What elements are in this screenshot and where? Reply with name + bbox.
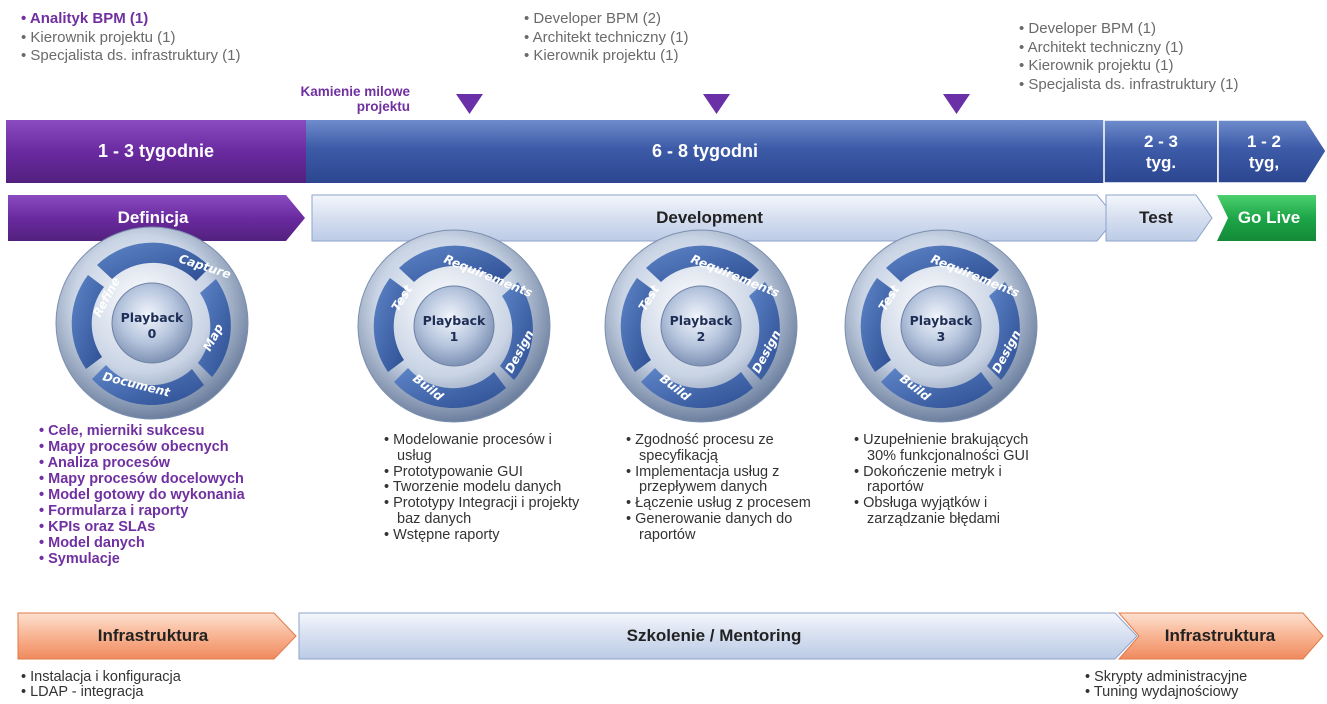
list-item: Implementacja usług z przepływem danych [626, 464, 831, 497]
phase-test-label: Test [1139, 208, 1173, 227]
wheel3-center-title: Playback [910, 313, 973, 328]
roles-definition-list: Analityk BPM (1) Kierownik projektu (1) … [21, 10, 241, 66]
list-item: Mapy procesów obecnych [39, 439, 245, 455]
wheel2-center-number: 2 [697, 329, 706, 344]
role-item: Architekt techniczny (1) [524, 29, 689, 48]
role-item: Analityk BPM (1) [21, 10, 241, 29]
milestones-label-line1: Kamienie milowe [300, 84, 410, 99]
playback-wheel-0 [55, 226, 249, 420]
list-item: LDAP - integracja [21, 685, 181, 700]
wheel3-center-number: 3 [937, 329, 946, 344]
playback-wheel-2 [604, 229, 798, 423]
list-item: Analiza procesów [39, 455, 245, 471]
list-item: Obsługa wyjątków i zarządzanie błędami [854, 495, 1054, 528]
role-item: Developer BPM (2) [524, 10, 688, 29]
phase-definition-label: Definicja [117, 208, 189, 227]
phase-golive-arrow [1217, 195, 1316, 241]
phase-golive-label: Go Live [1237, 208, 1301, 227]
phase-definition-arrow [8, 195, 305, 241]
definition-task-list: Cele, mierniki sukcesu Mapy procesów obe… [39, 423, 245, 567]
milestone-marker [456, 94, 483, 114]
timeline-development-bar [306, 120, 1104, 183]
playback-wheel-1 [357, 229, 551, 423]
list-item: Symulacje [39, 551, 245, 567]
wheel0-center-title: Playback [121, 310, 184, 325]
timeline-test-label-line1: 2 - 3 [1143, 131, 1179, 151]
timeline-development-label: 6 - 8 tygodni [651, 141, 758, 161]
timeline-golive-label: 1 - 2 tyg, [1218, 120, 1310, 183]
milestones-label-line2: projektu [356, 99, 410, 114]
list-item: Prototypowanie GUI [384, 464, 589, 481]
wheel1-center-number: 1 [450, 329, 459, 344]
list-item: Tuning wydajnościowy [1085, 685, 1247, 700]
role-item: Specjalista ds. infrastruktury (1) [21, 47, 240, 66]
list-item: Tworzenie modelu danych [384, 480, 589, 496]
bottom-training-label: Szkolenie / Mentoring [626, 626, 802, 645]
playback1-task-list: Modelowanie procesów i usług Prototypowa… [384, 432, 589, 544]
phase-development-label: Development [656, 208, 763, 227]
role-item: Architekt techniczny (1) [1019, 39, 1239, 58]
list-item: Formularza i raporty [39, 503, 245, 519]
role-item: Kierownik projektu (1) [1019, 57, 1239, 76]
list-item: Prototypy Integracji i projekty baz dany… [384, 495, 589, 528]
list-item: Instalacja i konfiguracja [21, 670, 181, 685]
wheel1-center-title: Playback [423, 313, 486, 328]
bottom-infra-right-label: Infrastruktura [1164, 626, 1276, 645]
playback3-task-list: Uzupełnienie brakujących 30% funkcjonaln… [854, 432, 1054, 528]
bottom-training-arrow [298, 612, 1138, 660]
playback2-task-list: Zgodność procesu ze specyfikacją Impleme… [626, 432, 831, 544]
role-item: Specjalista ds. infrastruktury (1) [1019, 76, 1238, 95]
list-item: KPIs oraz SLAs [39, 519, 245, 535]
wheel2-center-title: Playback [670, 313, 733, 328]
bottom-infra-right-arrow [1117, 612, 1324, 660]
list-item: Zgodność procesu ze specyfikacją [626, 432, 831, 465]
list-item: Dokończenie metryk i raportów [854, 464, 1054, 497]
milestone-marker [943, 94, 970, 114]
list-item: Uzupełnienie brakujących 30% funkcjonaln… [854, 432, 1054, 465]
list-item: Cele, mierniki sukcesu [39, 423, 245, 439]
milestones-label: Kamienie milowe projektu [250, 84, 410, 114]
list-item: Modelowanie procesów i usług [384, 432, 589, 465]
wheel0-center-number: 0 [148, 326, 157, 341]
timeline-test-label-line2: tyg. [1145, 152, 1177, 172]
infra-right-task-list: Skrypty administracyjne Tuning wydajnośc… [1085, 670, 1247, 700]
list-item: Model danych [39, 535, 245, 551]
list-item: Łączenie usług z procesem [626, 495, 831, 512]
role-item: Developer BPM (1) [1019, 20, 1239, 39]
timeline-definition-bar [6, 120, 306, 183]
roles-final-list: Developer BPM (1) Architekt techniczny (… [1019, 20, 1239, 94]
phase-test-arrow [1105, 194, 1213, 242]
timeline-definition-label: 1 - 3 tygodnie [97, 141, 214, 161]
infra-left-task-list: Instalacja i konfiguracja LDAP - integra… [21, 670, 181, 700]
list-item: Model gotowy do wykonania [39, 487, 245, 503]
list-item: Mapy procesów docelowych [39, 471, 245, 487]
timeline-test-label: 2 - 3 tyg. [1104, 120, 1218, 183]
timeline-golive-bar [1217, 119, 1327, 184]
bottom-infra-left-arrow [17, 612, 297, 660]
list-item: Skrypty administracyjne [1085, 670, 1247, 685]
roles-development-list: Developer BPM (2) Architekt techniczny (… [524, 10, 689, 66]
list-item: Generowanie danych do raportów [626, 511, 831, 544]
role-item: Kierownik projektu (1) [524, 47, 688, 66]
milestone-marker [703, 94, 730, 114]
role-item: Kierownik projektu (1) [21, 29, 241, 48]
playback-wheel-3 [844, 229, 1038, 423]
bottom-infra-left-label: Infrastruktura [97, 626, 209, 645]
timeline-golive-label-line2: tyg, [1248, 152, 1280, 172]
timeline-golive-label-line1: 1 - 2 [1246, 131, 1282, 151]
list-item: Wstępne raporty [384, 527, 589, 544]
